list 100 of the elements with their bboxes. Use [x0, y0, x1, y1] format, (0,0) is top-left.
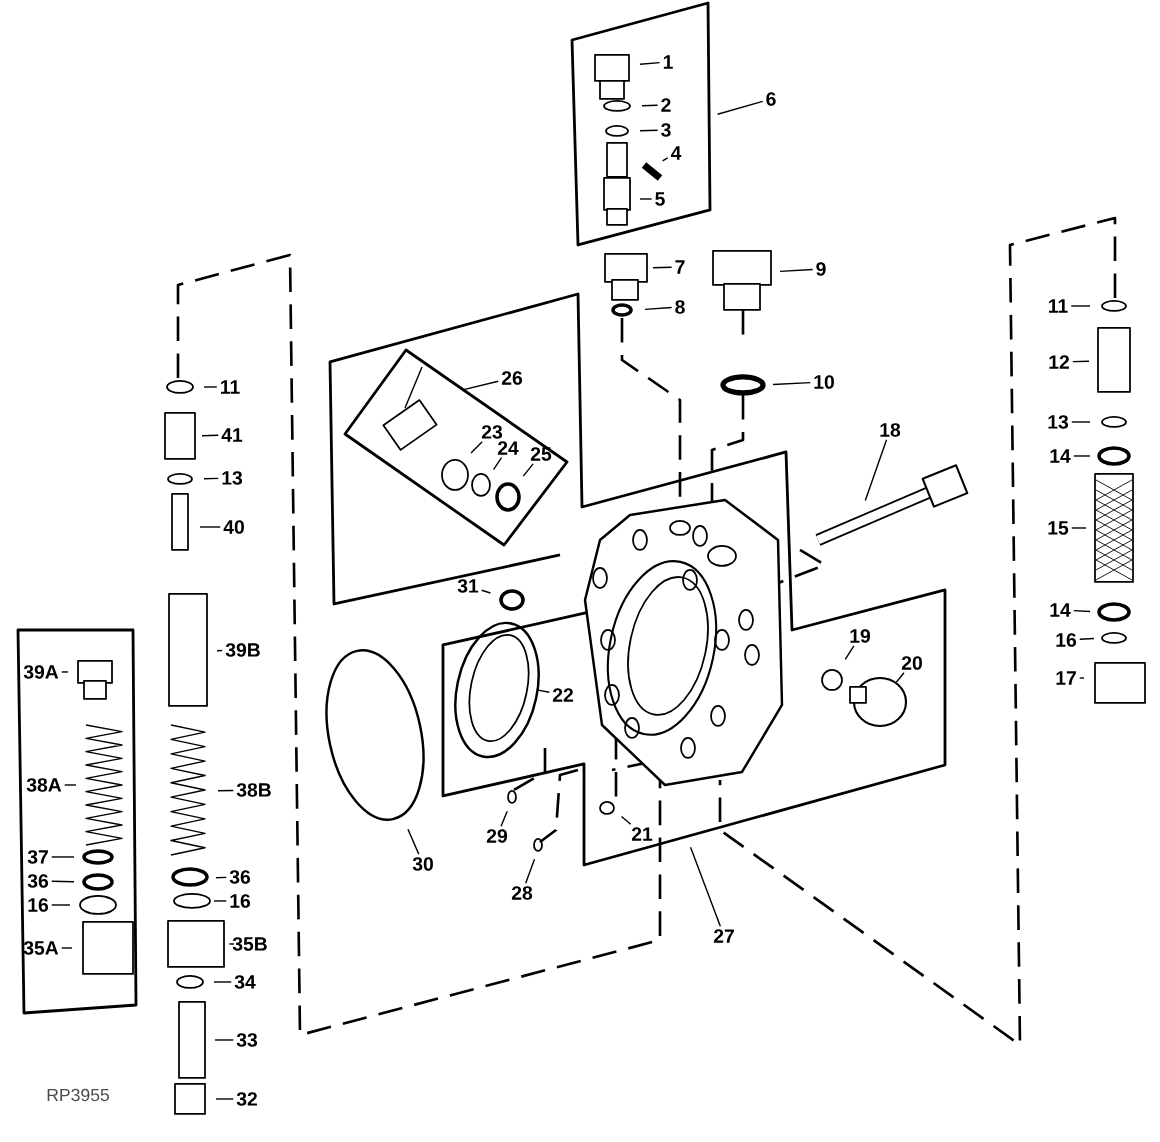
leader-line — [51, 880, 75, 883]
leader-line — [201, 434, 219, 437]
leader-line — [641, 104, 659, 107]
leader-line — [639, 129, 659, 132]
leader-line — [536, 689, 550, 693]
leader-line — [216, 649, 223, 652]
callout-number: 1 — [663, 55, 673, 69]
leader-line — [51, 856, 75, 858]
callout-number: 8 — [675, 300, 685, 314]
callout-number: 13 — [1048, 415, 1069, 429]
leader-line — [639, 61, 661, 65]
callout-number: 11 — [1049, 299, 1068, 313]
callout-number: 35A — [23, 941, 59, 955]
callout-number: 38A — [26, 778, 62, 792]
callout-number: 10 — [814, 375, 834, 389]
callout-number: 41 — [221, 428, 243, 442]
leader-line — [1079, 637, 1095, 640]
callout-number: 5 — [655, 192, 665, 206]
drawing-number: RP3955 — [47, 1088, 109, 1102]
leader-line — [895, 672, 905, 683]
leader-line — [217, 789, 234, 792]
callout-number: 16 — [1056, 633, 1077, 647]
leader-line — [772, 381, 811, 386]
callout-number: 33 — [236, 1033, 258, 1047]
callout-number: 35B — [232, 937, 267, 951]
callout-number: 37 — [27, 850, 48, 864]
leader-line — [1071, 421, 1091, 423]
callout-number: 36 — [27, 874, 49, 888]
leader-line — [215, 876, 227, 879]
callout-number: 16 — [230, 894, 251, 908]
callout-number: 13 — [222, 471, 243, 485]
callout-number: 40 — [223, 520, 244, 534]
callout-number: 21 — [631, 827, 653, 841]
leader-line — [463, 380, 499, 391]
callout-number: 31 — [457, 579, 479, 593]
callout-number: 25 — [530, 447, 552, 461]
leader-line — [522, 463, 534, 477]
callout-number: 14 — [1050, 603, 1071, 617]
leader-line — [1072, 360, 1090, 363]
callout-number: 29 — [486, 829, 508, 843]
leader-line — [214, 1039, 234, 1041]
leader-line — [61, 671, 69, 673]
leader-line — [213, 900, 227, 902]
leader-line — [1079, 677, 1085, 679]
leader-line — [481, 589, 492, 594]
leader-line — [407, 828, 420, 855]
leader-line — [1070, 305, 1091, 307]
callout-number: 39B — [225, 643, 260, 657]
callout-number: 3 — [661, 123, 671, 137]
callout-number: 6 — [766, 92, 776, 106]
leader-line — [652, 266, 673, 269]
callout-number: 19 — [850, 629, 871, 643]
leader-line — [203, 477, 219, 480]
callout-number: 12 — [1049, 355, 1069, 369]
leader-line — [203, 386, 218, 388]
leader-line — [844, 645, 855, 661]
callout-number: 20 — [901, 656, 922, 670]
callout-number: 17 — [1056, 671, 1076, 685]
callout-number: 32 — [236, 1092, 257, 1106]
callout-number: 11 — [221, 380, 240, 394]
leader-line — [639, 198, 653, 200]
leader-line — [1073, 455, 1091, 457]
callout-number: 16 — [28, 898, 49, 912]
callout-number: 24 — [497, 441, 519, 455]
callout-number: 9 — [816, 262, 826, 276]
leader-line — [689, 846, 722, 927]
callout-number: 18 — [880, 423, 901, 437]
callout-number: 26 — [501, 371, 523, 385]
callout-number: 39A — [23, 665, 59, 679]
callout-number: 23 — [481, 425, 503, 439]
leader-line — [228, 943, 235, 945]
leader-line — [864, 439, 888, 502]
leader-line — [199, 526, 221, 528]
callout-number: 27 — [713, 929, 734, 943]
leader-line — [524, 858, 536, 884]
leader-line — [215, 1098, 234, 1100]
leader-line — [1071, 527, 1087, 529]
leader-line — [644, 306, 673, 311]
leader-line — [716, 100, 764, 115]
callout-number: 30 — [412, 857, 433, 871]
leader-line — [620, 815, 632, 825]
callout-number: 34 — [234, 975, 256, 989]
leader-line — [1073, 609, 1091, 613]
leader-line — [213, 981, 232, 983]
leader-line — [51, 904, 71, 906]
callout-number: 38B — [236, 783, 271, 797]
leader-line — [500, 810, 508, 827]
leader-line — [470, 441, 483, 454]
leader-line — [61, 947, 73, 949]
leader-line — [779, 268, 814, 273]
callout-number: 15 — [1048, 521, 1069, 535]
leader-line — [64, 784, 77, 786]
callout-number: 28 — [511, 886, 533, 900]
callout-number: 7 — [675, 260, 685, 274]
callout-number: 36 — [229, 870, 251, 884]
leader-line — [492, 457, 503, 471]
callout-number: 4 — [670, 146, 682, 160]
callout-number: 22 — [552, 688, 573, 702]
leader-line — [661, 157, 669, 162]
callout-number: 2 — [661, 98, 671, 112]
